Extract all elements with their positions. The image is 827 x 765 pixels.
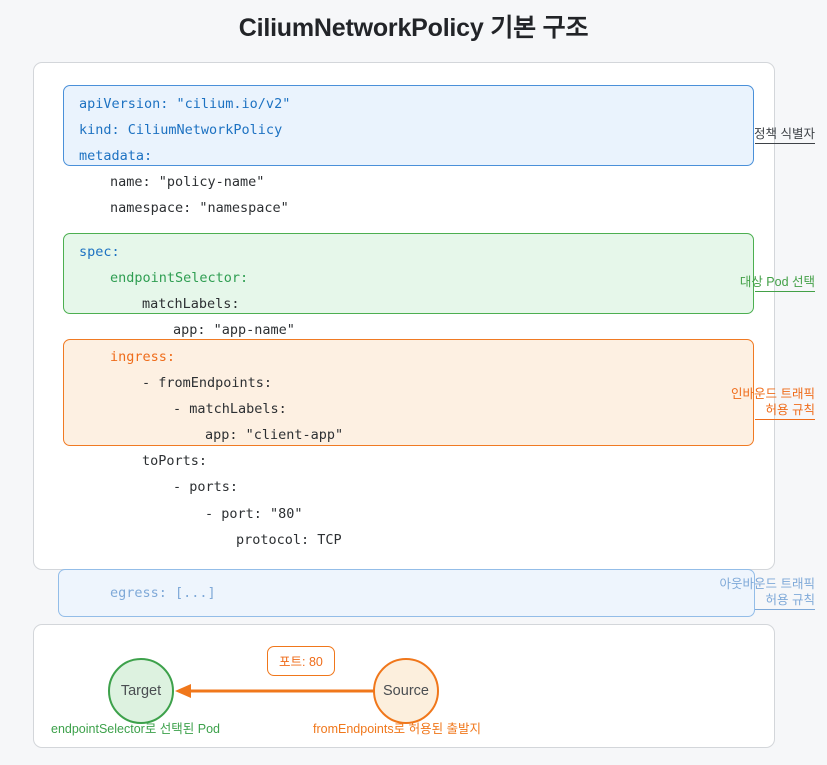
yaml-line-7: matchLabels:: [142, 296, 240, 312]
yaml-line-5: spec:: [79, 244, 120, 260]
annotation-inbound-rules-label: 인바운드 트래픽 허용 규칙: [731, 387, 815, 417]
page-title: CiliumNetworkPolicy 기본 구조: [238, 14, 589, 42]
highlight-ingress-block: [63, 339, 754, 446]
node-source-label: Source: [383, 683, 429, 699]
yaml-line-10: - fromEndpoints:: [142, 375, 273, 391]
node-target-caption: endpointSelector로 선택된 Pod: [51, 722, 221, 736]
annotation-rule: [755, 609, 815, 610]
highlight-egress-block: [58, 569, 755, 617]
node-target[interactable]: Target: [108, 658, 174, 724]
annotation-target-pod-select-label: 대상 Pod 선택: [739, 275, 815, 289]
yaml-line-3: name: "policy-name": [110, 174, 265, 190]
highlight-metadata-block: [63, 85, 754, 166]
yaml-line-4: namespace: "namespace": [110, 200, 289, 216]
highlight-spec-block: [63, 233, 754, 314]
yaml-line-15: - port: "80": [205, 506, 303, 522]
node-target-label: Target: [120, 683, 162, 699]
yaml-line-1: kind: CiliumNetworkPolicy: [79, 122, 283, 138]
yaml-line-9: ingress:: [110, 349, 176, 365]
yaml-line-13: toPorts:: [142, 453, 208, 469]
yaml-line-16: protocol: TCP: [236, 532, 342, 548]
edge-port-badge: 포트: 80: [267, 646, 335, 676]
annotation-outbound-rules-label: 아웃바운드 트래픽 허용 규칙: [719, 577, 815, 607]
annotation-rule: [755, 291, 815, 292]
annotation-target-pod-select: 대상 Pod 선택: [660, 258, 815, 308]
yaml-line-11: - matchLabels:: [173, 401, 287, 417]
annotation-rule: [755, 419, 815, 420]
annotation-outbound-rules: 아웃바운드 트래픽 허용 규칙: [660, 560, 815, 626]
node-source[interactable]: Source: [373, 658, 439, 724]
annotation-policy-identifier-label: 정책 식별자: [754, 127, 815, 141]
node-source-caption: fromEndpoints로 허용된 출발지: [313, 722, 482, 736]
yaml-line-14: - ports:: [173, 479, 239, 495]
annotation-policy-identifier: 정책 식별자: [660, 110, 815, 160]
annotation-rule: [755, 143, 815, 144]
yaml-line-8: app: "app-name": [173, 322, 295, 338]
yaml-line-6: endpointSelector:: [110, 270, 249, 286]
yaml-line-12: app: "client-app": [205, 427, 344, 443]
annotation-inbound-rules: 인바운드 트래픽 허용 규칙: [660, 370, 815, 436]
yaml-line-17: egress: [...]: [110, 585, 216, 601]
yaml-line-0: apiVersion: "cilium.io/v2": [79, 96, 291, 112]
yaml-line-2: metadata:: [79, 148, 153, 164]
